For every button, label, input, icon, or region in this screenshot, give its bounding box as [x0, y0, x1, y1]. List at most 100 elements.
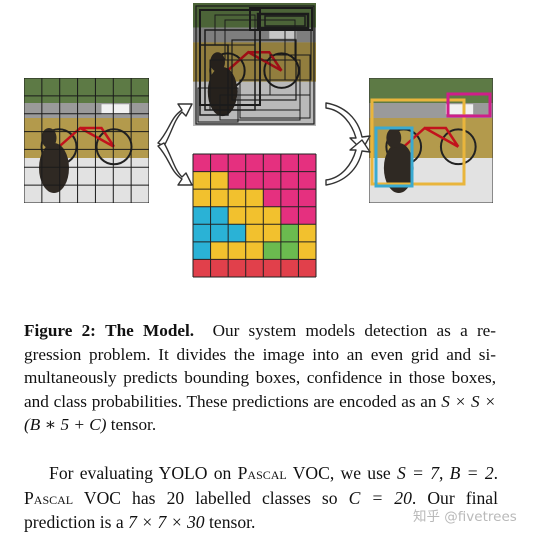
dog [39, 143, 69, 193]
candidate-box [195, 5, 315, 125]
class-cell [228, 224, 246, 242]
car [269, 28, 297, 39]
para-text: tensor. [204, 512, 256, 532]
class-cell [280, 224, 299, 242]
class-cell [210, 171, 229, 190]
class-cell [280, 189, 299, 207]
tensor-formula: S × S × (B ∗ 5 + C) [24, 391, 497, 435]
class-cell [298, 206, 316, 225]
arrow-icon [157, 142, 193, 186]
candidate-box [214, 14, 256, 46]
input-image-with-grid [24, 78, 149, 203]
bicycle-detection [370, 98, 466, 186]
class-cell [228, 206, 246, 225]
para-text: , [439, 463, 450, 483]
class-cell [280, 259, 299, 277]
class-cell [280, 154, 299, 172]
watermark: 知乎 @fivetrees [413, 509, 517, 525]
class-cell [228, 171, 246, 190]
class-cell [298, 171, 316, 190]
candidate-box [231, 39, 297, 101]
dog-head [41, 128, 57, 148]
para-text: . [493, 463, 499, 483]
bike-wheel [263, 52, 300, 89]
class-cell [245, 224, 264, 242]
candidate-box [199, 44, 229, 116]
class-cell [245, 171, 264, 190]
class-cell [298, 189, 316, 207]
class-cell [298, 154, 316, 172]
yolo-model-figure [24, 3, 493, 278]
class-cell [210, 189, 229, 207]
class-cell [263, 154, 281, 172]
arrow-icon [325, 139, 371, 186]
car [445, 104, 474, 115]
class-cell [245, 189, 264, 207]
para-text: For evaluating YOLO on [49, 463, 238, 483]
dog [207, 66, 238, 117]
class-cell [193, 259, 211, 277]
class-cell [263, 206, 281, 225]
class-probability-map [192, 153, 317, 278]
bike-frame [58, 126, 116, 148]
pascal-name: Pascal [237, 463, 287, 483]
candidate-box [219, 94, 301, 121]
candidate-box [256, 12, 310, 30]
arrow-icon [157, 103, 193, 147]
figure-caption: Figure 2: The Model. Our system models d… [24, 319, 496, 437]
dog-detection [374, 126, 414, 188]
class-cell [228, 241, 246, 260]
class-cell [280, 171, 299, 190]
class-cell [210, 206, 229, 225]
class-cell [263, 241, 281, 260]
class-cell [263, 259, 281, 277]
car [101, 104, 129, 115]
candidate-box [197, 87, 239, 123]
class-cell [210, 224, 229, 242]
tensor-size: 7 × 7 × 30 [128, 512, 205, 532]
class-cell [210, 259, 229, 277]
class-cell [193, 241, 211, 260]
class-cell [263, 224, 281, 242]
grid-size-equation: S = 7 [397, 463, 439, 483]
arrow-icon [325, 102, 371, 151]
class-cell [298, 224, 316, 242]
class-cell [193, 189, 211, 207]
class-cell [298, 241, 316, 260]
class-cell [228, 189, 246, 207]
boxes-equation: B = 2 [449, 463, 494, 483]
candidate-box [249, 7, 313, 31]
car-detection [446, 92, 492, 118]
class-cell [298, 259, 316, 277]
figure-label: Figure 2: [24, 321, 96, 340]
caption-text: Our system models detection as a re-gres… [24, 321, 497, 411]
candidate-box [239, 79, 311, 119]
para-text: VOC has 20 labelled classes so [73, 487, 349, 508]
para-text: . Our final prediction is a [24, 487, 498, 533]
class-cell [245, 259, 264, 277]
class-cell [245, 154, 264, 172]
class-cell [193, 171, 211, 190]
dog-head [386, 128, 402, 148]
class-cell [210, 154, 229, 172]
body-paragraph: For evaluating YOLO on Pascal VOC, we us… [24, 461, 498, 535]
caption-text-end: tensor. [106, 415, 157, 435]
candidate-box [264, 15, 306, 27]
class-cell [193, 206, 211, 225]
class-cell [263, 189, 281, 207]
final-detections-panel [369, 78, 493, 203]
dog [383, 143, 414, 193]
class-cell [228, 259, 246, 277]
class-cell [245, 206, 264, 225]
class-cell [193, 154, 211, 172]
class-cell [280, 206, 299, 225]
trees [24, 78, 149, 103]
flow-arrows [157, 102, 371, 186]
bike-wheel [439, 128, 477, 166]
candidate-box [209, 59, 301, 111]
class-cell [210, 241, 229, 260]
para-text: VOC, we use [286, 463, 397, 483]
bounding-boxes-panel [193, 3, 316, 126]
street [24, 103, 149, 118]
class-cell [228, 154, 246, 172]
